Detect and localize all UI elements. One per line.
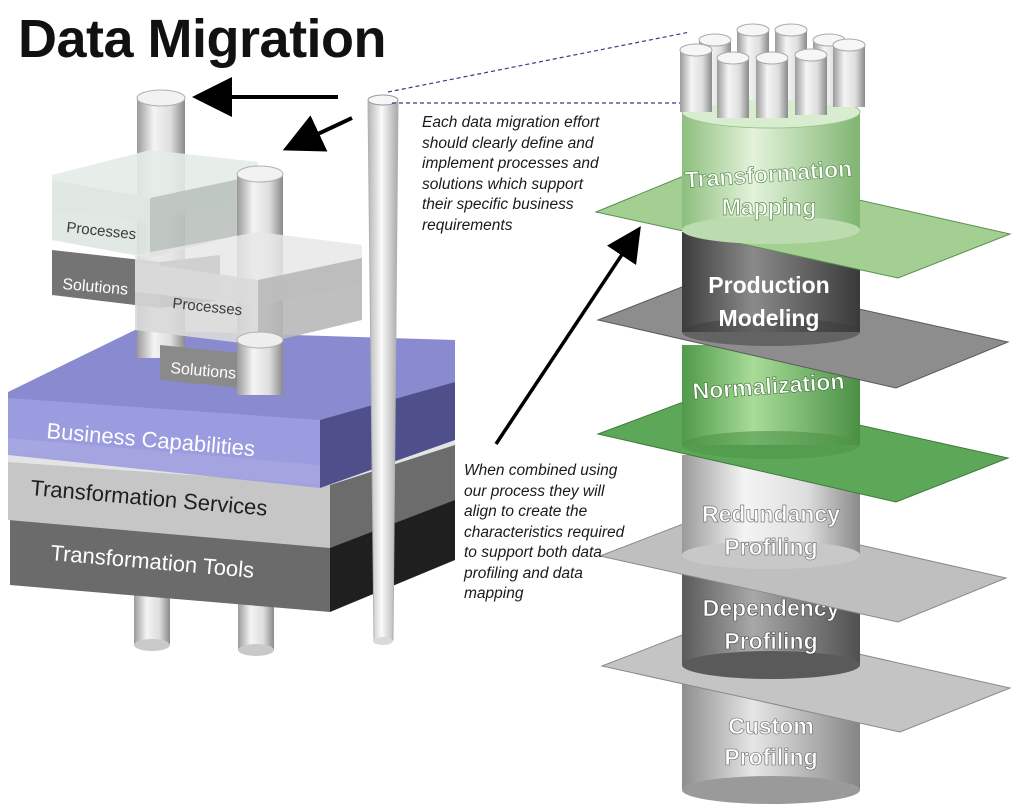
page-title: Data Migration xyxy=(18,9,387,69)
level-dependency-profiling-line2: Profiling xyxy=(724,628,817,654)
bundle-cylinder-front-3 xyxy=(755,51,789,118)
pillar-middle-top xyxy=(236,165,284,183)
level-transformation-mapping: Transformation Mapping xyxy=(681,95,861,244)
pillar-leg-right-base xyxy=(238,644,274,656)
arrow-to-middle-pillar xyxy=(282,115,353,152)
level-production-modeling-line2: Modeling xyxy=(719,305,820,331)
upper-solutions-label: Solutions xyxy=(62,276,129,299)
pillar-middle-stub xyxy=(237,340,283,395)
pillar-middle-stub-top xyxy=(236,331,284,349)
bundle-cylinder-front-1 xyxy=(679,43,713,112)
top-cylinder-bundle xyxy=(679,23,866,118)
pillar-upper-top xyxy=(136,89,186,107)
bundle-cylinder-front-2 xyxy=(716,51,750,118)
bundle-cylinder-front-4 xyxy=(794,48,828,115)
level-custom-profiling-line1: Custom xyxy=(728,713,814,739)
lower-solutions-label: Solutions xyxy=(170,360,237,383)
level-custom-profiling-line2: Profiling xyxy=(724,744,817,770)
pillar-leg-left-base xyxy=(134,639,170,651)
level-redundancy-profiling-line2: Profiling xyxy=(724,534,817,560)
level-redundancy-profiling-line1: Redundancy xyxy=(702,501,840,527)
connector-dashed-top xyxy=(387,31,691,93)
note-top: Each data migration effort should clearl… xyxy=(422,114,600,234)
center-pole xyxy=(367,94,399,645)
left-architecture: Transformation Tools Transformation Serv… xyxy=(8,89,455,656)
level-transformation-mapping-line2: Mapping xyxy=(722,194,817,220)
note-bottom: When combined using our process they wil… xyxy=(464,462,625,602)
lower-block: Processes Solutions xyxy=(135,232,362,395)
right-stack: Custom Profiling Dependency Profiling Re… xyxy=(594,23,1012,804)
bundle-cylinder-front-5 xyxy=(832,38,866,107)
level-production-modeling-line1: Production xyxy=(708,272,829,298)
arrow-to-stack xyxy=(494,226,641,445)
